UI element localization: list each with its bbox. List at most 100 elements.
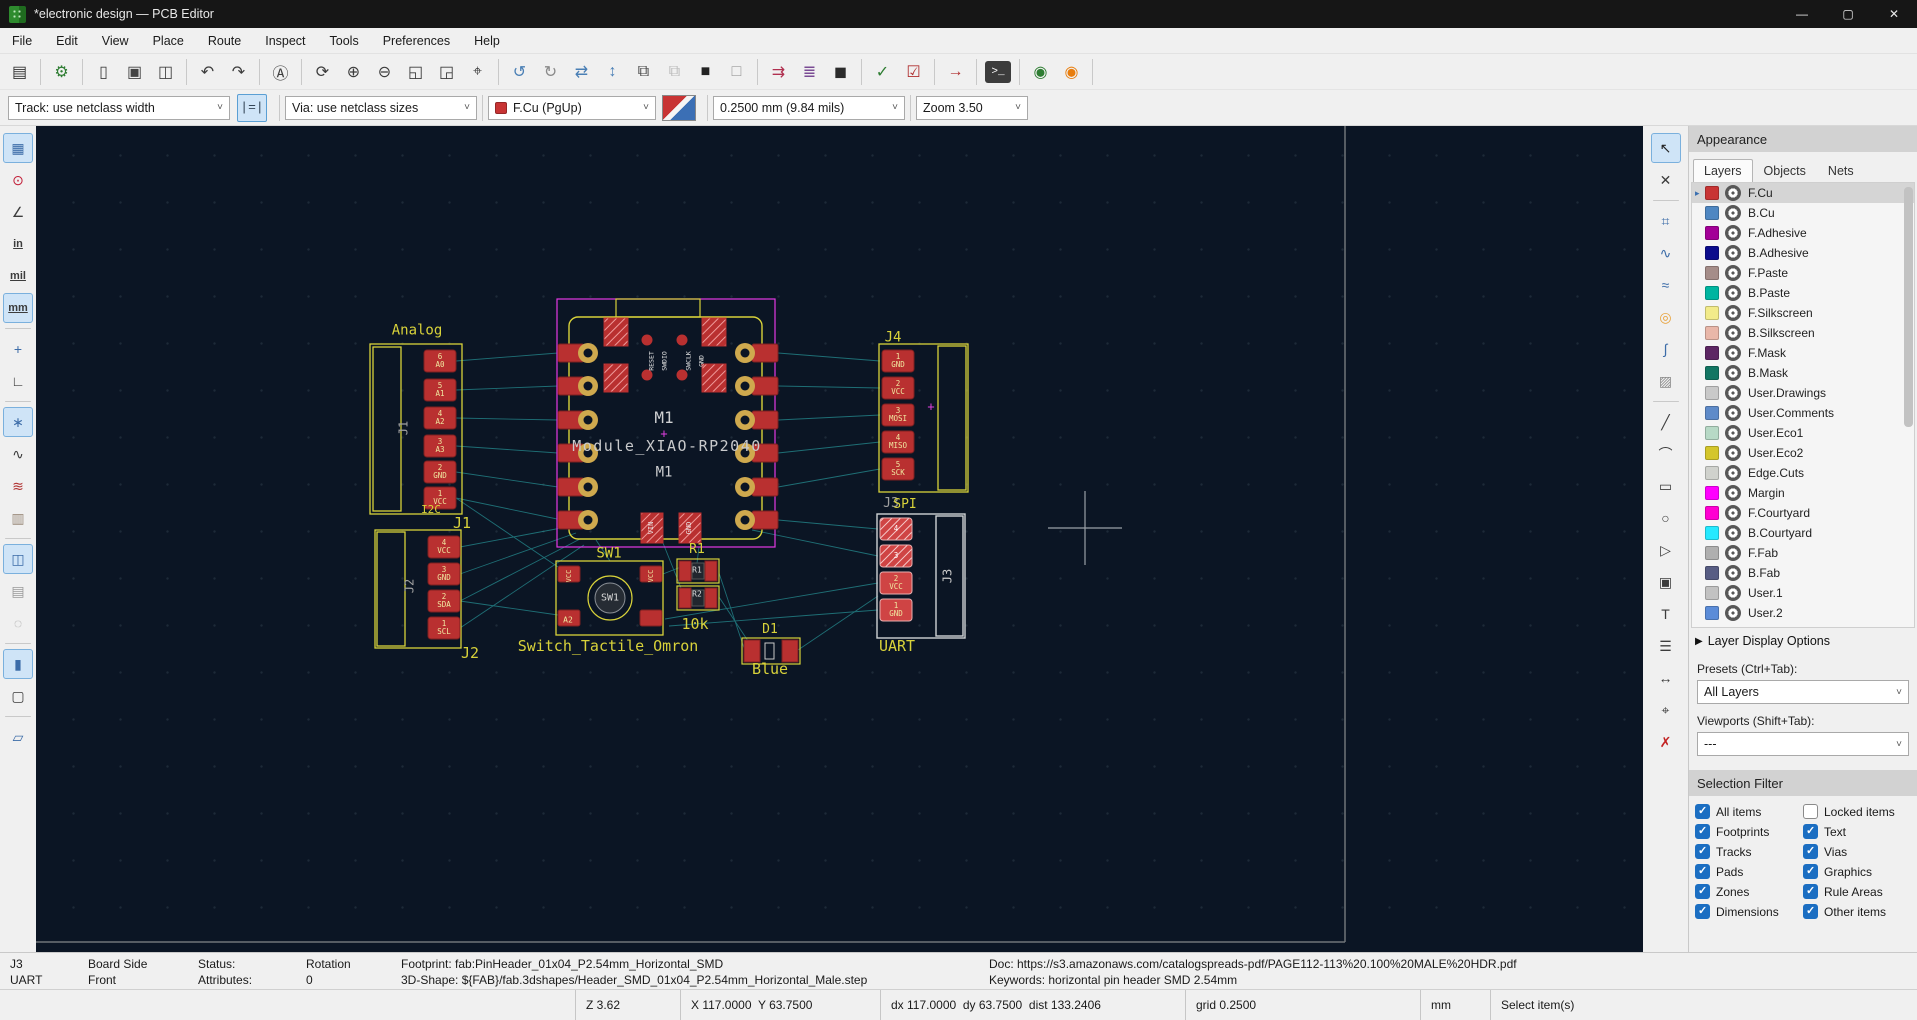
layer-color-swatch[interactable]	[1705, 326, 1719, 340]
layer-row[interactable]: ▸ F.Fab	[1692, 543, 1914, 563]
layer-color-swatch[interactable]	[1705, 466, 1719, 480]
menu-item[interactable]: Place	[152, 33, 184, 48]
canvas-label[interactable]: SWCLK	[684, 351, 693, 371]
kicad-plugin-icon[interactable]: ◉	[1033, 63, 1048, 81]
canvas-label[interactable]: 2 SDA	[437, 591, 451, 609]
canvas-label[interactable]: Module_XIAO-RP2040	[572, 436, 762, 455]
canvas-label[interactable]: J3	[940, 568, 955, 584]
layer-row[interactable]: ▸ Edge.Cuts	[1692, 463, 1914, 483]
checkbox[interactable]	[1803, 884, 1818, 899]
canvas-label[interactable]: VIN	[647, 521, 656, 535]
canvas-label[interactable]: SPI	[893, 496, 917, 512]
layer-color-swatch[interactable]	[1705, 366, 1719, 380]
canvas-label[interactable]: SW1	[596, 545, 622, 562]
layer-row[interactable]: ▸ B.Paste	[1692, 283, 1914, 303]
net-highlight-icon[interactable]: ≋	[12, 477, 24, 494]
blender-export-icon[interactable]: ◉	[1064, 63, 1079, 81]
visibility-eye-icon[interactable]	[1725, 305, 1741, 321]
track-width-value-dropdown[interactable]: 0.2500 mm (9.84 mils) ˅	[713, 95, 905, 120]
layer-row[interactable]: ▸ B.Fab	[1692, 563, 1914, 583]
menu-item[interactable]: View	[101, 33, 129, 48]
tune-track-icon[interactable]: ∫	[1663, 341, 1668, 357]
canvas-label[interactable]: Blue	[751, 659, 789, 678]
menu-item[interactable]: Help	[474, 33, 500, 48]
checkbox[interactable]	[1803, 804, 1818, 819]
canvas-label[interactable]: J1	[452, 513, 472, 532]
zone-fill-icon[interactable]: ▮	[3, 649, 33, 679]
print-icon[interactable]: ▣	[126, 63, 143, 81]
canvas-label[interactable]: VCC	[647, 569, 656, 583]
rule-area-icon[interactable]: ▨	[1658, 372, 1673, 389]
menu-item[interactable]: File	[12, 33, 33, 48]
drc-checklist-icon[interactable]: ☑	[906, 63, 921, 81]
menu-item[interactable]: Edit	[56, 33, 78, 48]
active-layer-dropdown[interactable]: F.Cu (PgUp) ˅	[488, 95, 656, 120]
filter-checkbox-row[interactable]: Dimensions	[1695, 904, 1803, 919]
canvas-label[interactable]: 2 VCC	[891, 378, 905, 396]
filter-checkbox-row[interactable]: Zones	[1695, 884, 1803, 899]
canvas-label[interactable]: 4 VCC	[437, 537, 451, 555]
visibility-eye-icon[interactable]	[1725, 445, 1741, 461]
canvas-label[interactable]: Analog	[391, 322, 443, 339]
3d-viewer-icon[interactable]: ◼	[833, 63, 848, 81]
page-settings-icon[interactable]: ▯	[99, 63, 108, 81]
layer-color-swatch[interactable]	[1705, 186, 1719, 200]
filter-checkbox-row[interactable]: Graphics	[1803, 864, 1911, 879]
mirror-vertical-icon[interactable]: ↕	[608, 62, 617, 80]
canvas-label[interactable]: +	[660, 426, 668, 441]
canvas-label[interactable]: GND	[697, 355, 706, 367]
zoom-out-icon[interactable]: ⊖	[377, 63, 392, 81]
units-mils-icon[interactable]: mil	[10, 270, 26, 282]
ratsnest-visibility-icon[interactable]: ∗	[3, 407, 33, 437]
canvas-label[interactable]: 3 GND	[437, 564, 451, 582]
track-width-dropdown[interactable]: Track: use netclass width ˅	[8, 95, 230, 120]
cleanup-tracks-icon[interactable]: →	[947, 62, 964, 80]
grid-visibility-icon[interactable]: ▦	[3, 133, 33, 163]
checkbox[interactable]	[1695, 804, 1710, 819]
layer-row[interactable]: ▸ User.Eco2	[1692, 443, 1914, 463]
filter-checkbox-row[interactable]: Locked items	[1803, 804, 1911, 819]
layer-color-swatch[interactable]	[1705, 446, 1719, 460]
canvas-label[interactable]: J3	[883, 495, 899, 511]
visibility-eye-icon[interactable]	[1725, 405, 1741, 421]
footprint-libraries-icon[interactable]: ≣	[802, 63, 817, 81]
visibility-eye-icon[interactable]	[1725, 565, 1741, 581]
dim-pads-icon[interactable]: ▤	[11, 582, 25, 599]
design-rules-check-icon[interactable]: ✓	[875, 63, 890, 81]
zoom-in-icon[interactable]: ⊕	[346, 63, 361, 81]
canvas-label[interactable]: 4 A2	[435, 408, 445, 426]
pcb-footprint-j1[interactable]	[369, 343, 463, 515]
zoom-selection-icon[interactable]: ⌖	[472, 62, 482, 80]
canvas-label[interactable]: J1	[396, 420, 411, 436]
visibility-eye-icon[interactable]	[1725, 225, 1741, 241]
layer-row[interactable]: ▸ User.1	[1692, 583, 1914, 603]
pcb-resistor-r2[interactable]	[676, 585, 720, 611]
layer-color-swatch[interactable]	[1705, 606, 1719, 620]
visibility-eye-icon[interactable]	[1725, 365, 1741, 381]
route-diff-pair-icon[interactable]: ≈	[1661, 277, 1670, 293]
origin-tool-icon[interactable]: ⌖	[1661, 701, 1670, 718]
faded-vias-icon[interactable]: ◌	[13, 615, 23, 631]
layer-color-swatch[interactable]	[1705, 246, 1719, 260]
layer-color-swatch[interactable]	[1705, 486, 1719, 500]
filter-checkbox-row[interactable]: Footprints	[1695, 824, 1803, 839]
refresh-icon[interactable]: ⟳	[315, 63, 330, 81]
checkbox[interactable]	[1695, 844, 1710, 859]
canvas-label[interactable]: 10k	[681, 614, 709, 633]
canvas-label[interactable]: VCC	[565, 569, 574, 583]
pcb-switch-sw1[interactable]	[555, 560, 664, 636]
presets-dropdown[interactable]: All Layers ˅	[1697, 680, 1909, 704]
units-mm-icon[interactable]: mm	[3, 293, 33, 323]
local-ratsnest-icon[interactable]: ⌗	[1661, 212, 1670, 229]
viewports-dropdown[interactable]: --- ˅	[1697, 732, 1909, 756]
layer-color-swatch[interactable]	[1705, 586, 1719, 600]
redo-icon[interactable]: ↷	[231, 63, 246, 81]
dimension-tool-icon[interactable]: ↔	[1658, 670, 1673, 686]
layer-row[interactable]: ▸ Margin	[1692, 483, 1914, 503]
layer-color-swatch[interactable]	[1705, 226, 1719, 240]
checkbox[interactable]	[1803, 904, 1818, 919]
menu-item[interactable]: Tools	[329, 33, 359, 48]
plot-icon[interactable]: ◫	[157, 63, 174, 81]
filter-checkbox-row[interactable]: Pads	[1695, 864, 1803, 879]
